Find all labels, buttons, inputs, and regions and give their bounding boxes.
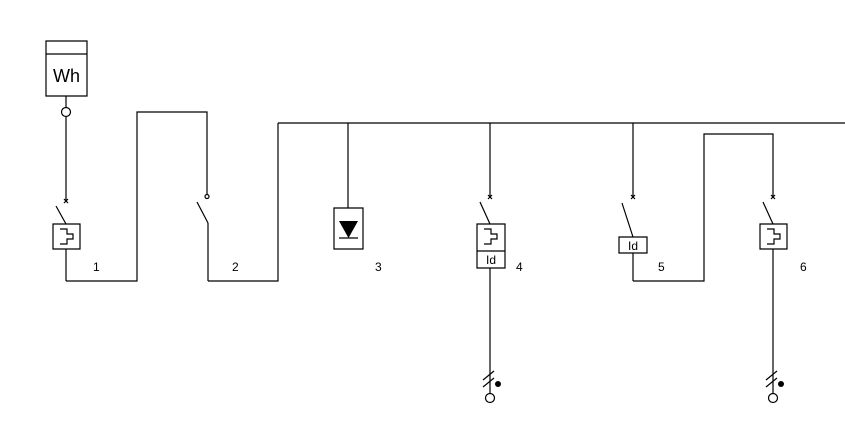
meter-label: Wh — [53, 66, 80, 86]
device-5-rcd-label: Id — [628, 239, 638, 253]
device-6-terminal — [769, 394, 778, 403]
device-3-triangle-icon — [339, 221, 358, 238]
device-4-earth-dot — [495, 381, 501, 387]
device-6-thermal-symbol — [767, 229, 780, 244]
breaker-1-body — [53, 224, 80, 249]
device-5-contact — [622, 203, 633, 237]
switch-2-contact — [197, 202, 208, 223]
device-5-rcd: Id 5 — [619, 123, 665, 281]
device-4-x-mark — [488, 195, 492, 199]
meter-terminal — [62, 108, 71, 117]
device-2-disconnect-switch: 2 — [197, 195, 239, 282]
breaker-1-contact — [56, 206, 66, 224]
device-6-x-mark — [771, 195, 775, 199]
breaker-1-x-mark — [64, 199, 68, 203]
device-3-surge-protector: 3 — [334, 123, 382, 274]
device-6-conductor-tick — [766, 378, 777, 387]
device-4-rcbo: Id 4 — [477, 123, 523, 403]
switch-2-contact-dot — [205, 195, 209, 199]
device-4-thermal-symbol — [484, 229, 497, 244]
device-1-number: 1 — [93, 260, 100, 274]
device-6-contact — [763, 202, 773, 224]
device-4-number: 4 — [516, 260, 523, 274]
device-6-circuit-breaker: 6 — [760, 195, 807, 403]
device-3-number: 3 — [375, 260, 382, 274]
wire-1-to-2 — [66, 112, 207, 281]
device-4-terminal — [486, 394, 495, 403]
wire-2-to-busbar — [208, 123, 278, 281]
meter-box — [46, 41, 87, 96]
device-1-circuit-breaker: 1 — [53, 117, 100, 281]
device-4-contact — [480, 202, 490, 224]
energy-meter: Wh — [46, 41, 87, 117]
device-5-number: 5 — [658, 260, 665, 274]
device-5-x-mark — [631, 195, 635, 199]
device-6-earth-dot — [778, 381, 784, 387]
device-4-conductor-tick — [483, 371, 494, 380]
device-4-rcd-label: Id — [486, 253, 496, 267]
device-6-body — [760, 224, 787, 249]
wire-5-to-6 — [633, 134, 773, 281]
device-6-conductor-tick — [766, 371, 777, 380]
breaker-1-thermal-symbol — [60, 229, 73, 244]
device-6-number: 6 — [800, 260, 807, 274]
device-2-number: 2 — [232, 260, 239, 274]
device-4-conductor-tick — [483, 378, 494, 387]
